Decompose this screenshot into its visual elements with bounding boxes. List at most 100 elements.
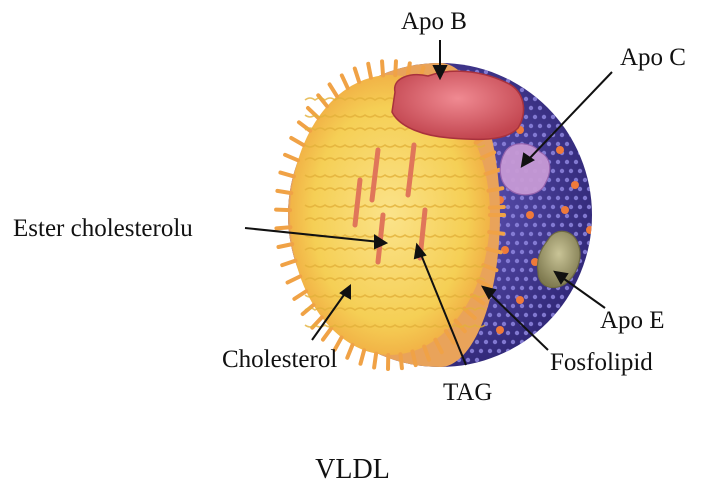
- shell-dot: [502, 322, 506, 326]
- shell-dot: [542, 223, 546, 227]
- shell-dot: [515, 241, 519, 245]
- shell-dot: [569, 223, 573, 227]
- shell-dot: [520, 268, 524, 272]
- shell-dot: [520, 88, 524, 92]
- shell-dot: [529, 232, 533, 236]
- shell-dot: [569, 169, 573, 173]
- shell-dot: [547, 124, 551, 128]
- phospholipid-tail: [347, 345, 352, 358]
- shell-dot: [515, 205, 519, 209]
- shell-dot: [538, 286, 542, 290]
- shell-dot: [556, 178, 560, 182]
- shell-dot: [533, 205, 537, 209]
- shell-dot: [497, 295, 501, 299]
- shell-dot: [538, 214, 542, 218]
- shell-dot: [475, 340, 479, 344]
- shell-dot: [524, 259, 528, 263]
- shell-dot: [520, 232, 524, 236]
- shell-dot: [524, 97, 528, 101]
- shell-dot: [493, 340, 497, 344]
- phospholipid-tail: [323, 328, 331, 339]
- shell-dot: [493, 322, 497, 326]
- phospholipid-tail: [318, 95, 327, 106]
- shell-dot: [569, 205, 573, 209]
- shell-dot: [538, 124, 542, 128]
- phospholipid-tail: [355, 69, 359, 82]
- shell-dot: [524, 205, 528, 209]
- shell-dot: [565, 142, 569, 146]
- shell-dot: [574, 232, 578, 236]
- shell-dot: [574, 196, 578, 200]
- shell-dot: [533, 295, 537, 299]
- phospholipid-tail: [342, 75, 348, 88]
- shell-dot: [538, 322, 542, 326]
- shell-dot: [484, 70, 488, 74]
- shell-cholesterol-dot: [526, 211, 534, 219]
- shell-dot: [556, 304, 560, 308]
- shell-dot: [529, 304, 533, 308]
- shell-dot: [587, 241, 591, 245]
- shell-dot: [583, 232, 587, 236]
- shell-dot: [578, 151, 582, 155]
- shell-dot: [551, 205, 555, 209]
- shell-dot: [511, 304, 515, 308]
- shell-dot: [511, 340, 515, 344]
- phospholipid-tail: [291, 138, 303, 145]
- phospholipid-tail: [278, 244, 292, 247]
- shell-dot: [556, 214, 560, 218]
- diagram-caption: VLDL: [0, 456, 705, 484]
- shell-dot: [497, 151, 501, 155]
- shell-dot: [556, 160, 560, 164]
- shell-dot: [560, 133, 564, 137]
- shell-dot: [587, 205, 591, 209]
- shell-dot: [578, 205, 582, 209]
- shell-dot: [515, 313, 519, 317]
- shell-dot: [551, 115, 555, 119]
- shell-dot: [493, 304, 497, 308]
- shell-dot: [542, 115, 546, 119]
- shell-dot: [583, 250, 587, 254]
- shell-dot: [502, 268, 506, 272]
- shell-dot: [533, 223, 537, 227]
- phospholipid-tail: [382, 61, 383, 75]
- shell-cholesterol-dot: [581, 271, 589, 279]
- shell-dot: [506, 205, 510, 209]
- shell-cholesterol-dot: [586, 226, 594, 234]
- shell-dot: [524, 133, 528, 137]
- phospholipid-tail: [489, 232, 503, 234]
- shell-dot: [524, 115, 528, 119]
- shell-dot: [565, 286, 569, 290]
- shell-dot: [488, 349, 492, 353]
- shell-dot: [538, 196, 542, 200]
- shell-dot: [533, 115, 537, 119]
- shell-dot: [520, 340, 524, 344]
- shell-dot: [529, 124, 533, 128]
- shell-dot: [497, 349, 501, 353]
- shell-dot: [578, 223, 582, 227]
- shell-dot: [560, 223, 564, 227]
- shell-dot: [529, 250, 533, 254]
- shell-dot: [542, 205, 546, 209]
- shell-dot: [529, 196, 533, 200]
- shell-dot: [515, 223, 519, 227]
- shell-dot: [515, 277, 519, 281]
- shell-dot: [511, 286, 515, 290]
- shell-dot: [524, 277, 528, 281]
- shell-dot: [515, 331, 519, 335]
- shell-dot: [520, 196, 524, 200]
- shell-dot: [502, 286, 506, 290]
- shell-dot: [551, 223, 555, 227]
- shell-dot: [524, 241, 528, 245]
- shell-dot: [497, 277, 501, 281]
- shell-dot: [569, 295, 573, 299]
- apo-b-label: Apo B: [401, 9, 467, 34]
- shell-cholesterol-dot: [496, 326, 504, 334]
- phospholipid-tail: [368, 64, 371, 78]
- shell-dot: [565, 214, 569, 218]
- phospholipid-tail: [488, 188, 502, 190]
- shell-dot: [583, 178, 587, 182]
- shell-dot: [565, 178, 569, 182]
- shell-dot: [565, 196, 569, 200]
- shell-dot: [511, 232, 515, 236]
